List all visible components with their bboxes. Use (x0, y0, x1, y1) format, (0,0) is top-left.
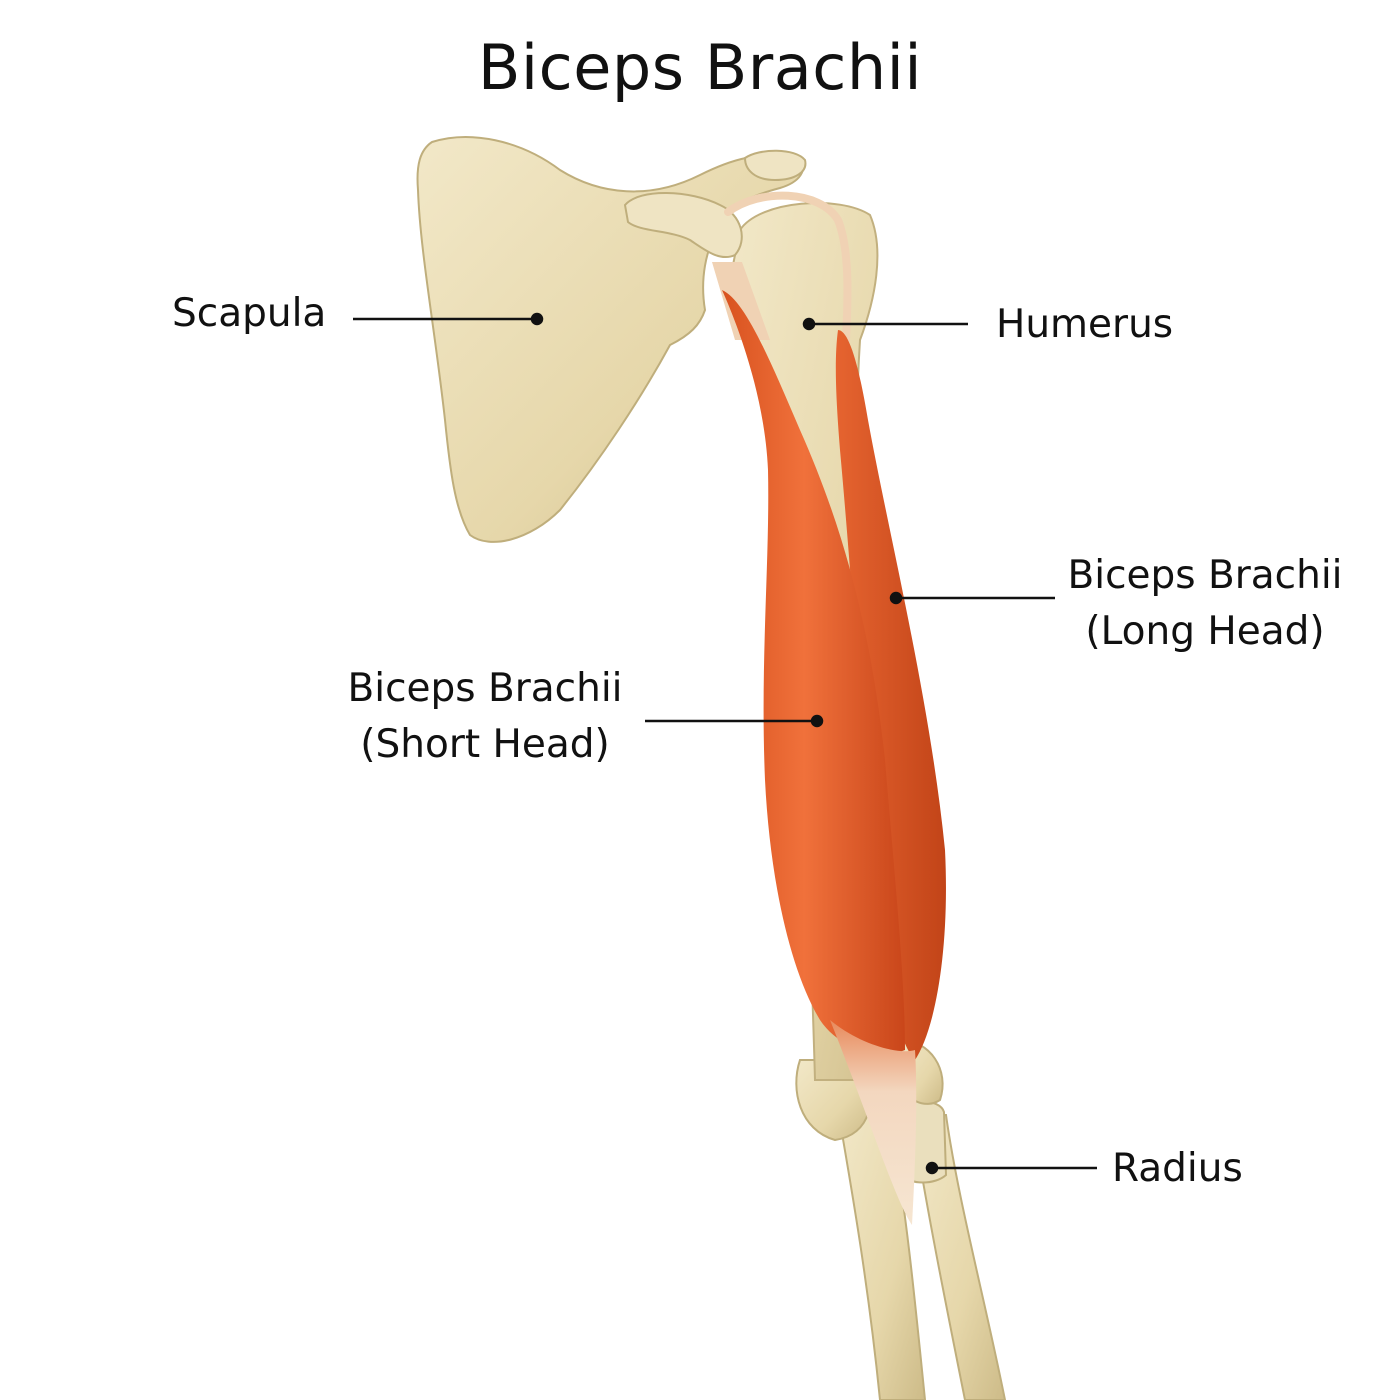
humerus-label: Humerus (996, 302, 1174, 347)
long-head-dot (889, 591, 903, 605)
page-title: Biceps Brachii (477, 31, 923, 104)
short-head-label-line1: Biceps Brachii (347, 666, 623, 711)
short-head-label-line2: (Short Head) (360, 722, 610, 767)
acromion (743, 149, 807, 182)
short-head-muscle (722, 290, 905, 1054)
scapula-label: Scapula (172, 291, 327, 336)
distal-tendon (830, 1020, 917, 1225)
short-head-tendon (712, 262, 770, 340)
radius-dot (925, 1161, 939, 1175)
short-head-label: Biceps Brachii (Short Head) (335, 661, 635, 773)
long-head-label-line1: Biceps Brachii (1067, 553, 1343, 598)
humerus-dot (802, 317, 816, 331)
scapula-dot (530, 312, 544, 326)
leader-lines (353, 312, 1097, 1175)
short-head-dot (810, 714, 824, 728)
long-head-label-line2: (Long Head) (1085, 609, 1325, 654)
long-head-tendon (724, 191, 852, 344)
radius-label: Radius (1112, 1146, 1243, 1191)
coracoid-process (623, 192, 743, 259)
long-head-muscle (835, 330, 946, 1060)
long-head-label: Biceps Brachii (Long Head) (1050, 548, 1360, 660)
